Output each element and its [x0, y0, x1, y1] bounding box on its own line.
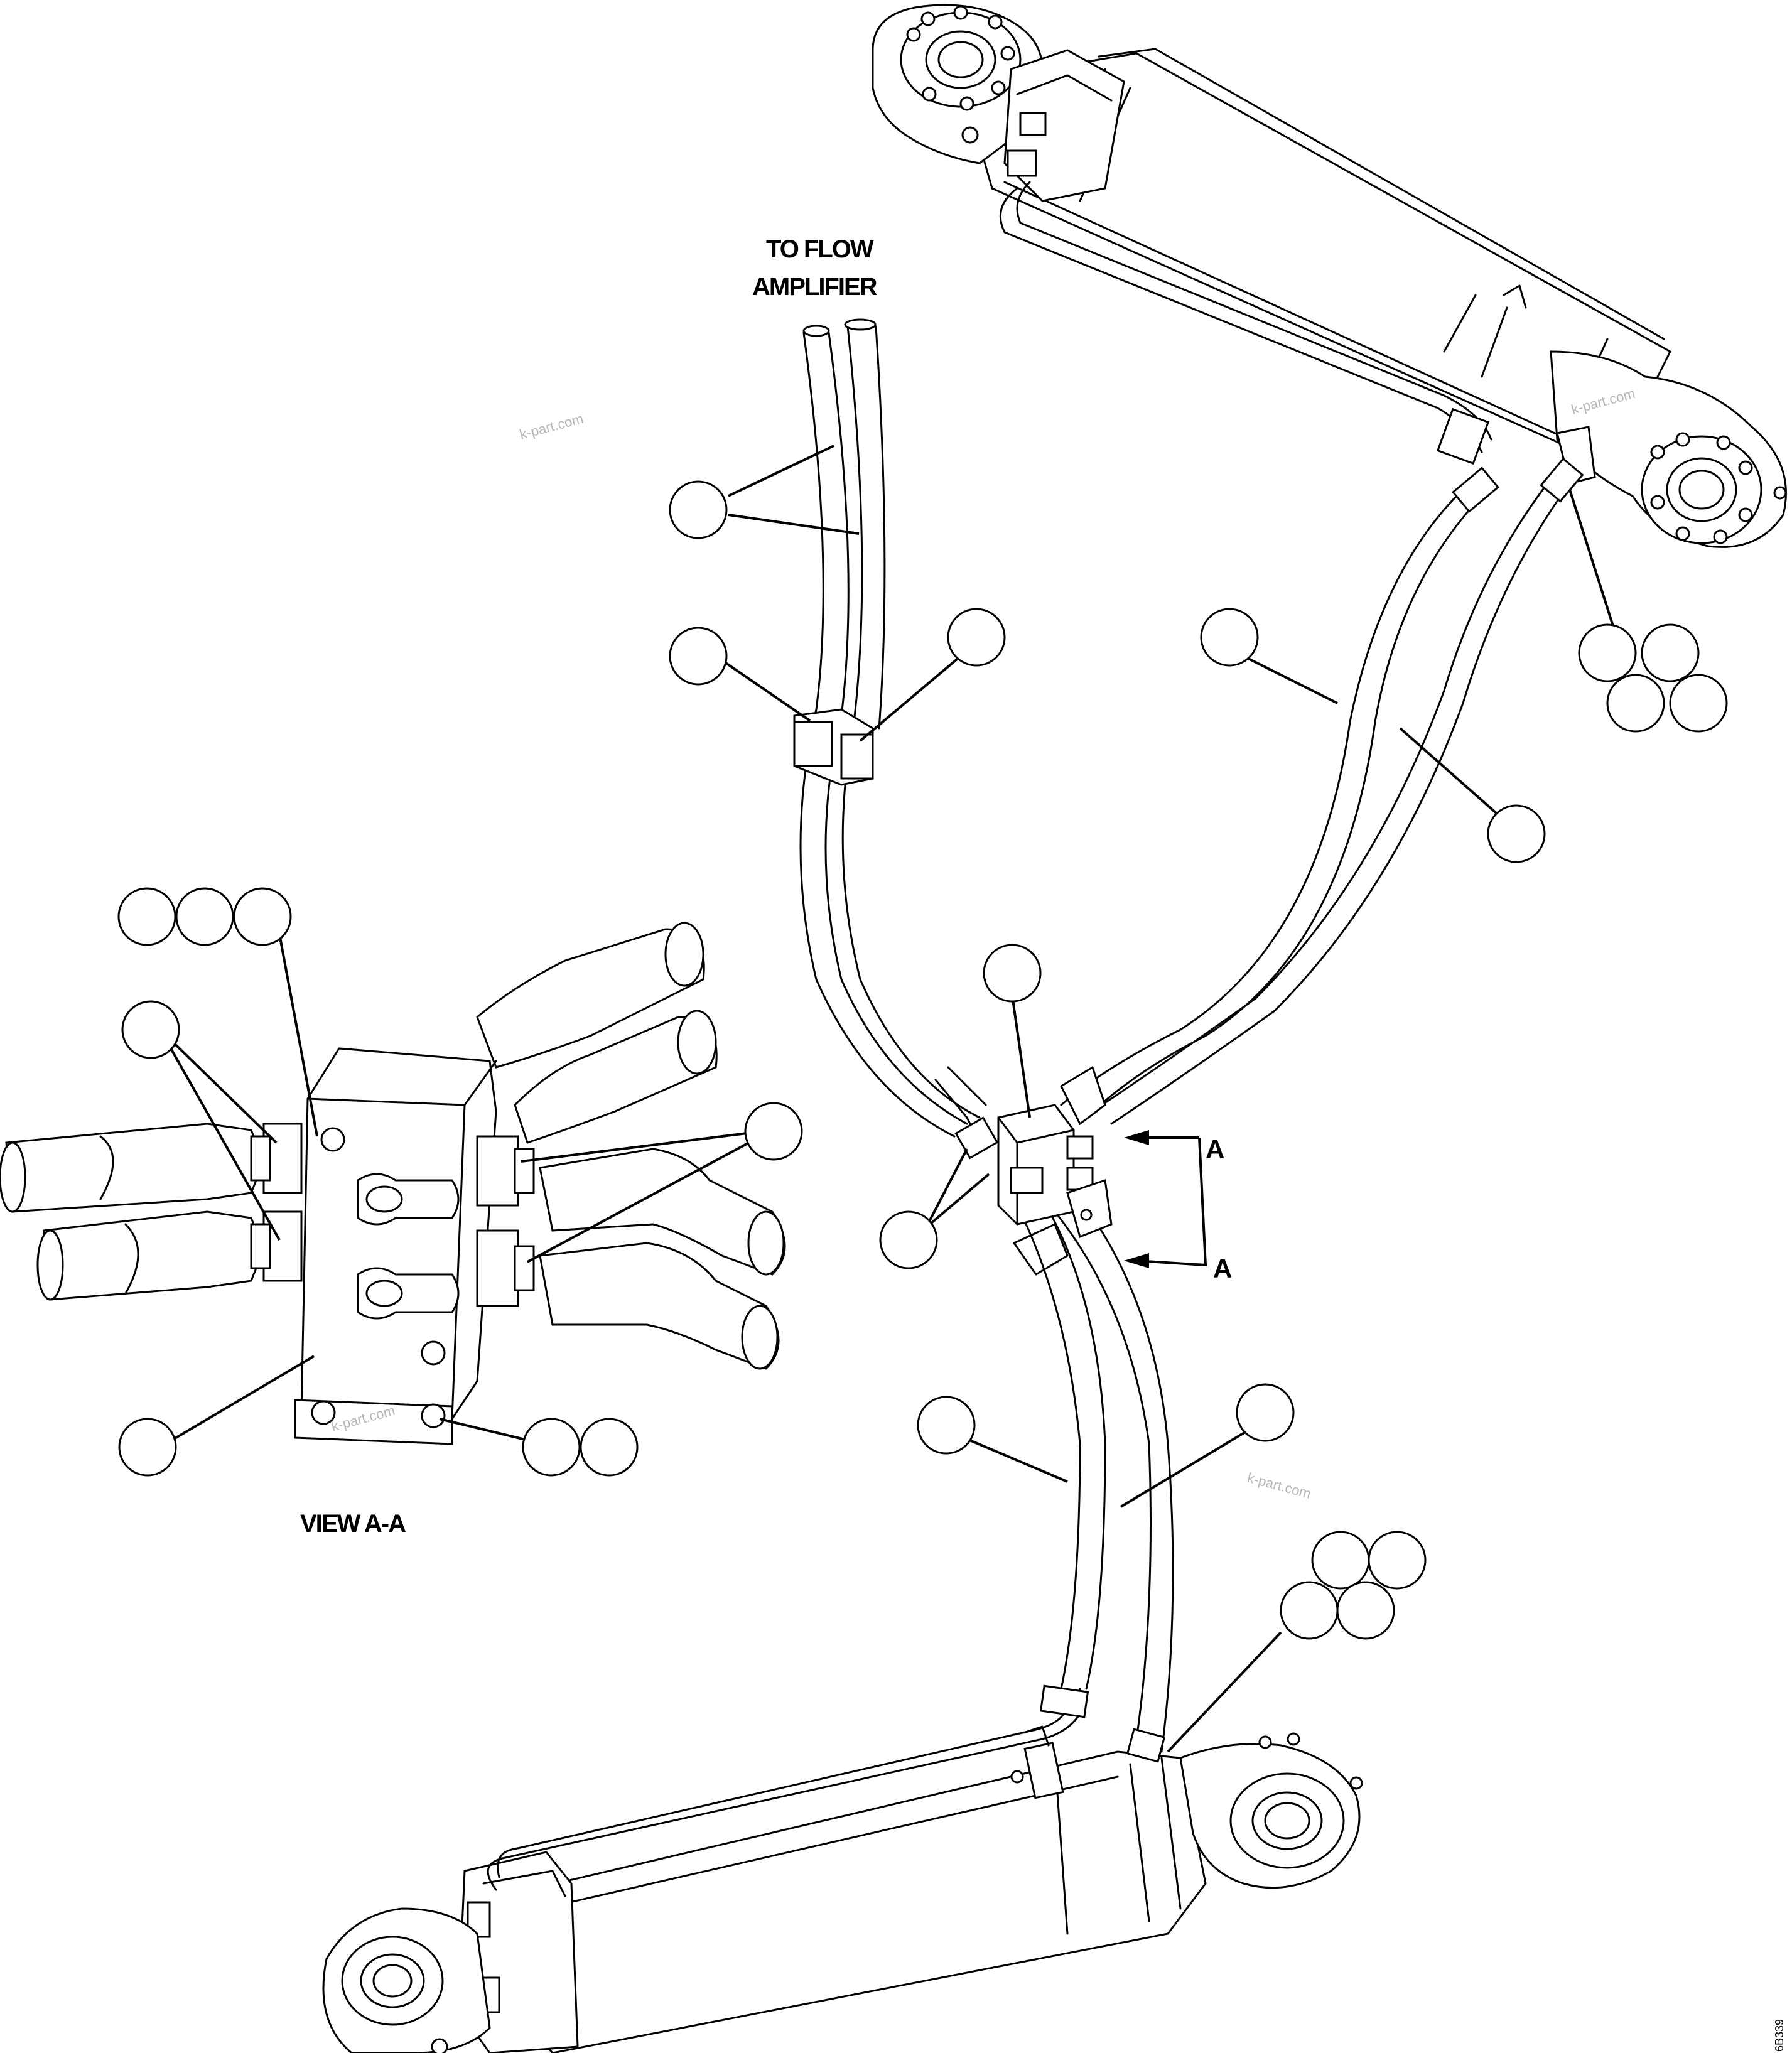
lower-cylinder	[322, 1688, 1363, 2053]
section-arrow-label-lower: A	[1213, 1254, 1232, 1283]
hoses	[793, 318, 1584, 1763]
leader-lines	[159, 445, 1615, 1753]
callout-balloon	[1236, 1383, 1295, 1442]
callout-balloon	[121, 1000, 180, 1059]
view-label: VIEW A-A	[300, 1510, 406, 1538]
callout-balloon	[947, 608, 1006, 667]
callout-balloon	[1336, 1581, 1395, 1640]
callout-balloon	[117, 887, 176, 946]
callout-balloon	[1280, 1581, 1339, 1640]
callout-balloon	[669, 627, 728, 686]
drawing-code: 6B339	[1773, 2019, 1786, 2052]
view-a-a-detail	[0, 922, 786, 1445]
callout-balloon	[879, 1210, 938, 1269]
callout-balloon	[522, 1418, 581, 1477]
callout-balloon	[175, 887, 234, 946]
callout-balloon	[983, 944, 1042, 1003]
valve-block	[954, 1104, 1113, 1239]
callout-balloon	[118, 1418, 177, 1477]
callout-balloon	[1368, 1531, 1427, 1590]
callout-balloon	[1578, 623, 1637, 682]
section-arrow-label-upper: A	[1206, 1134, 1224, 1164]
callout-balloon	[744, 1102, 803, 1161]
callout-balloon	[669, 480, 728, 539]
upper-cylinder	[872, 4, 1787, 548]
callout-balloon	[1200, 608, 1259, 667]
callout-balloon	[1641, 623, 1700, 682]
callout-balloon	[1606, 674, 1665, 733]
to-flow-label-line1: TO FLOW	[766, 235, 874, 263]
watermark: k-part.com	[1246, 1470, 1313, 1502]
callout-balloon	[233, 887, 292, 946]
callout-balloon	[1487, 804, 1546, 863]
callout-balloon	[917, 1396, 976, 1455]
callout-balloon	[1311, 1531, 1370, 1590]
to-flow-label-line2: AMPLIFIER	[752, 273, 878, 301]
callout-balloons	[117, 480, 1728, 1640]
callout-balloon	[580, 1418, 639, 1477]
watermark: k-part.com	[518, 411, 585, 443]
callout-balloon	[1669, 674, 1728, 733]
